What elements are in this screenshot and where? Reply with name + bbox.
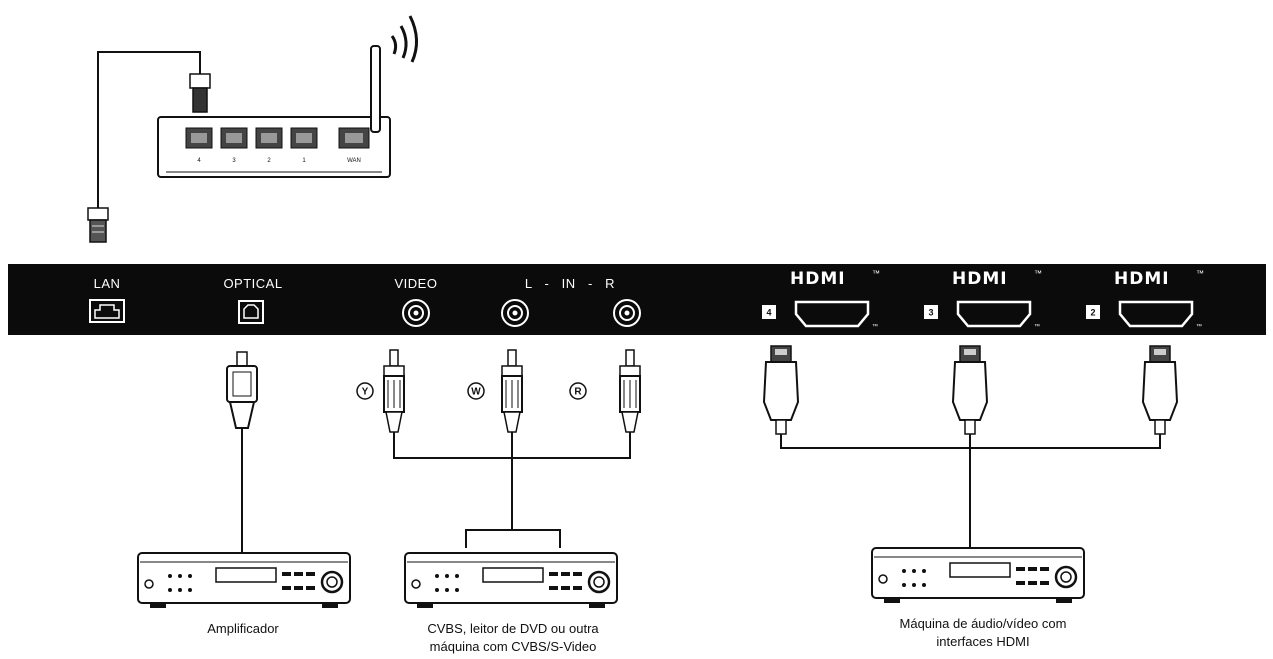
- router-antenna: [370, 45, 381, 133]
- tv-lan-plug: [87, 207, 109, 243]
- dvd-caption-line2: máquina com CVBS/S-Video: [430, 639, 597, 654]
- router-port-label: WAN: [347, 158, 361, 164]
- hdmi-port-number: 3: [928, 308, 933, 318]
- optical-cable-group: [226, 351, 258, 553]
- hdmi-port-3: HDMI ™ 3 ™: [924, 269, 1042, 330]
- router-port-2: 2: [255, 127, 283, 164]
- router-lan-plug: [189, 73, 211, 113]
- dvd-player-device: [404, 552, 618, 608]
- hdmi-tm-mark: ™: [872, 323, 878, 330]
- router-port-label: 1: [302, 158, 306, 164]
- amplifier-device: [137, 552, 351, 608]
- rca-plug-video: [383, 349, 405, 433]
- hdmi-plug-3: [951, 345, 989, 435]
- rca-letter-w: W: [467, 382, 485, 400]
- hdmi-plug-2: [1141, 345, 1179, 435]
- hdmi-port-2: HDMI ™ 2 ™: [1086, 269, 1204, 330]
- rca-plug-right: [619, 349, 641, 433]
- optical-plug: [226, 351, 258, 429]
- video-rca-jack-icon: [402, 299, 430, 327]
- router-port-3: 3: [220, 127, 248, 164]
- hdmi-tm-mark: ™: [1034, 323, 1040, 330]
- hdmi-logo: HDMI: [790, 269, 846, 289]
- audio-right-rca-jack-icon: [613, 299, 641, 327]
- rca-cable: [393, 432, 631, 548]
- router-port-label: 3: [232, 158, 236, 164]
- hdmi-caption-line1: Máquina de áudio/vídeo com: [900, 616, 1067, 631]
- router: 4 3 2 1 WAN: [157, 116, 391, 178]
- audio-in-label: L - IN - R: [525, 276, 615, 291]
- hdmi-logo: HDMI: [952, 269, 1008, 289]
- rca-plug-left: [501, 349, 523, 433]
- hdmi-logo: HDMI: [1114, 269, 1170, 289]
- hdmi-tm-mark: ™: [1034, 269, 1042, 278]
- dvd-caption-line1: CVBS, leitor de DVD ou outra: [427, 621, 599, 636]
- rca-cable-group: Y W R: [356, 349, 641, 548]
- router-port-4: 4: [185, 127, 213, 164]
- hdmi-port-4: HDMI ™ 4 ™: [762, 269, 880, 330]
- amplifier-caption: Amplificador: [207, 621, 279, 636]
- audio-left-rca-jack-icon: [501, 299, 529, 327]
- hdmi-port-icon: [956, 300, 1032, 328]
- router-port-label: 4: [197, 158, 201, 164]
- svg-text:Y: Y: [362, 387, 369, 398]
- hdmi-cable: [780, 434, 1161, 548]
- hdmi-port-icon: [1118, 300, 1194, 328]
- svg-text:W: W: [471, 387, 481, 398]
- hdmi-port-icon: [794, 300, 870, 328]
- tv-connector-panel: LAN OPTICAL VIDEO L - IN - R: [8, 264, 1266, 335]
- lan-cable: [97, 51, 201, 210]
- rca-letter-r: R: [569, 382, 587, 400]
- router-port-label: 2: [267, 158, 271, 164]
- wifi-signal-icon: [390, 15, 418, 63]
- hdmi-tm-mark: ™: [1196, 269, 1204, 278]
- optical-port-icon: [238, 300, 264, 324]
- hdmi-port-number: 2: [1090, 308, 1095, 318]
- lan-label: LAN: [94, 276, 121, 291]
- router-port-1: 1: [290, 127, 318, 164]
- hdmi-av-device: [871, 547, 1085, 603]
- optical-label: OPTICAL: [223, 276, 282, 291]
- router-group: 4 3 2 1 WAN: [87, 15, 418, 243]
- router-port-wan: WAN: [338, 127, 370, 164]
- rca-letter-y: Y: [356, 382, 374, 400]
- hdmi-cable-group: [762, 345, 1179, 548]
- svg-text:R: R: [574, 387, 582, 398]
- hdmi-plug-4: [762, 345, 800, 435]
- hdmi-caption-line2: interfaces HDMI: [936, 634, 1029, 649]
- hdmi-port-number: 4: [766, 308, 771, 318]
- hdmi-tm-mark: ™: [1196, 323, 1202, 330]
- video-label: VIDEO: [395, 276, 438, 291]
- lan-port-icon: [89, 299, 125, 323]
- hdmi-tm-mark: ™: [872, 269, 880, 278]
